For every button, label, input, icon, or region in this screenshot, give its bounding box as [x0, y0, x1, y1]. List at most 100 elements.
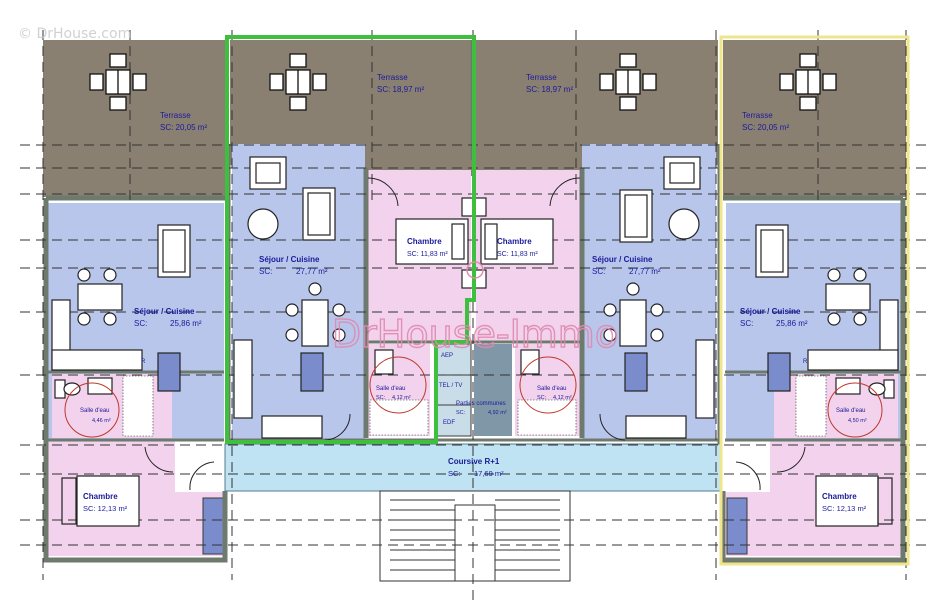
common-parts-sc: SC: [456, 410, 466, 416]
staircase [379, 490, 571, 582]
sofa-icon [755, 224, 789, 278]
aep-label: AEP [441, 353, 453, 359]
sofa-icon [302, 187, 336, 241]
bathroom-3-area: 4,12 m² [553, 395, 572, 401]
living-3-sc: SC: [592, 267, 605, 276]
bedroom-bl-area: SC: 12,13 m² [83, 504, 128, 513]
watermark-logo-icon [466, 261, 484, 279]
living-1-area: 25,86 m² [170, 319, 202, 328]
armchair-icon [663, 156, 701, 190]
terrace-2-name: Terrasse [377, 73, 408, 82]
living-2-sc: SC: [259, 267, 272, 276]
doors [64, 177, 883, 491]
coursive-sc: SC: [448, 469, 461, 478]
toilet-icon [54, 379, 81, 399]
fridge-icon [767, 352, 791, 392]
highlight-yellow-frame [719, 35, 910, 566]
sofa-icon [619, 189, 653, 243]
dining-table-icon [825, 268, 871, 326]
bed-icon [395, 218, 469, 265]
kitchen-counter [695, 339, 715, 419]
tel-tv-label: TEL / TV [439, 383, 462, 389]
staircase-core [454, 504, 496, 582]
table-icon [599, 53, 657, 111]
door-swing-circle [64, 382, 120, 438]
bedroom-cr-name: Chambre [497, 237, 532, 246]
living-3-name: Séjour / Cuisine [592, 255, 653, 264]
bedroom-br-area: SC: 12,13 m² [822, 504, 867, 513]
terrace-1-name: Terrasse [160, 111, 191, 120]
fridge-icon [157, 352, 181, 392]
bedroom-cr-area: SC: 11,83 m² [497, 251, 538, 258]
shower-grid [122, 375, 154, 437]
living-3-area: 27,77 m² [629, 267, 661, 276]
fridge-icon [300, 352, 324, 392]
watermark-center: DrHouse-Immo [332, 312, 618, 356]
service-rooms [52, 343, 898, 438]
bed-icon [815, 475, 893, 527]
dining-table-icon [285, 282, 346, 347]
highlight-green-frame [225, 35, 476, 444]
sofa-icon [157, 224, 191, 278]
sink-icon [835, 377, 861, 395]
terrace-3-area: SC: 18,97 m² [526, 85, 573, 94]
bathroom-3-sc: SC: [537, 395, 547, 401]
dining-table-icon [77, 268, 123, 326]
living-2-area: 27,77 m² [296, 267, 328, 276]
terrace-furniture [89, 53, 837, 111]
terrace-4-name: Terrasse [742, 111, 773, 120]
bathroom-1-name: Salle d'eau [80, 408, 110, 414]
coursive-area-label: 17,69 m² [474, 469, 504, 478]
closet-right [726, 497, 748, 555]
living-4-area: 25,86 m² [776, 319, 808, 328]
round-table-icon [247, 208, 279, 240]
armchair-icon [249, 156, 287, 190]
bedroom-cl-area: SC: 11,83 m² [407, 251, 448, 258]
common-parts-name: Parties communes [456, 401, 506, 407]
bed-icon [61, 475, 140, 527]
living-1-sc: SC: [134, 319, 147, 328]
fixture-r-right: R [803, 359, 808, 365]
room-labels: Terrasse SC: 20,05 m² Terrasse SC: 18,97… [80, 73, 867, 513]
bathroom-3-name: Salle d'eau [537, 386, 567, 392]
bed-icon [480, 218, 554, 265]
kitchen-counter [807, 349, 899, 371]
terrace-4-area: SC: 20,05 m² [742, 123, 789, 132]
living-2-name: Séjour / Cuisine [259, 255, 320, 264]
terrace-2-area: SC: 18,97 m² [377, 85, 424, 94]
bathroom-2-sc: SC: [376, 395, 386, 401]
kitchen-counter [625, 415, 687, 439]
bedroom-bl-name: Chambre [83, 492, 118, 501]
round-table-icon [668, 208, 700, 240]
kitchen-counter [261, 415, 323, 439]
door-swing-circle [827, 382, 883, 438]
terrace-1-area: SC: 20,05 m² [160, 123, 207, 132]
table-icon [89, 53, 147, 111]
bathroom-4-name: Salle d'eau [836, 408, 866, 414]
fixture-r-left: R [141, 359, 146, 365]
coursive-name: Coursive R+1 [448, 457, 500, 466]
bathroom-2-name: Salle d'eau [376, 386, 406, 392]
table-icon [779, 53, 837, 111]
fridge-icon [624, 352, 648, 392]
dining-table-icon [603, 282, 664, 347]
door-swing-circle [369, 356, 427, 414]
living-4-sc: SC: [740, 319, 753, 328]
bedroom-br-name: Chambre [822, 492, 857, 501]
living-furniture [51, 156, 899, 439]
sink-icon [374, 349, 394, 375]
door-swing-circle [519, 356, 577, 414]
common-parts-area-label: 4,92 m² [488, 410, 507, 416]
edf-label: EDF [443, 420, 455, 426]
bathroom-1-area: 4,46 m² [92, 418, 111, 424]
living-4-name: Séjour / Cuisine [740, 307, 801, 316]
common-parts-area [474, 344, 512, 436]
watermark-corner: © DrHouse.com [18, 26, 131, 42]
sink-icon [87, 377, 113, 395]
table-icon [269, 53, 327, 111]
terrace-3-name: Terrasse [526, 73, 557, 82]
bathroom-4-area: 4,50 m² [848, 418, 867, 424]
bedroom-cl-name: Chambre [407, 237, 442, 246]
kitchen-counter [233, 339, 253, 419]
